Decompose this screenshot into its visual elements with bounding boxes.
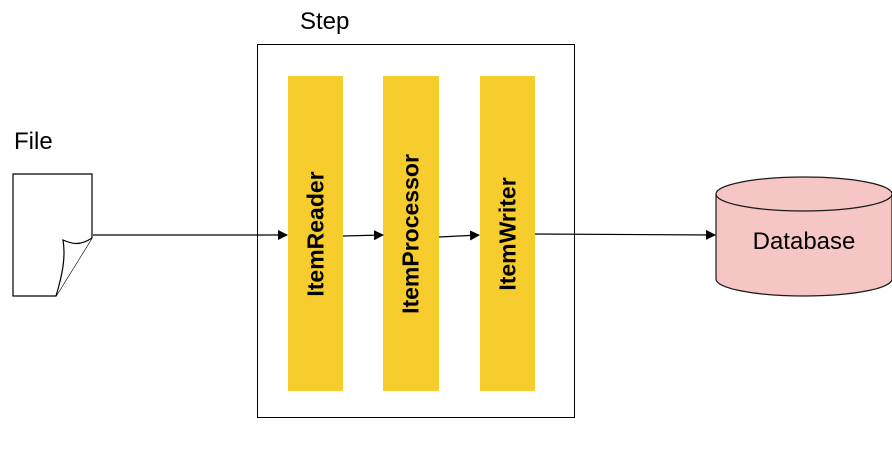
step-label: Step	[300, 8, 350, 35]
file-label: File	[14, 128, 53, 155]
database-label: Database	[752, 228, 856, 255]
processor-to-writer-arrow	[438, 230, 480, 241]
database-cylinder	[715, 176, 892, 297]
item-processor-bar: ItemProcessor	[383, 76, 439, 391]
file-icon	[12, 173, 93, 297]
reader-to-processor-arrow	[342, 230, 384, 241]
item-reader-bar: ItemReader	[288, 76, 343, 391]
step-box	[257, 44, 575, 418]
item-writer-bar: ItemWriter	[480, 76, 535, 391]
writer-to-database-arrow	[534, 229, 716, 240]
